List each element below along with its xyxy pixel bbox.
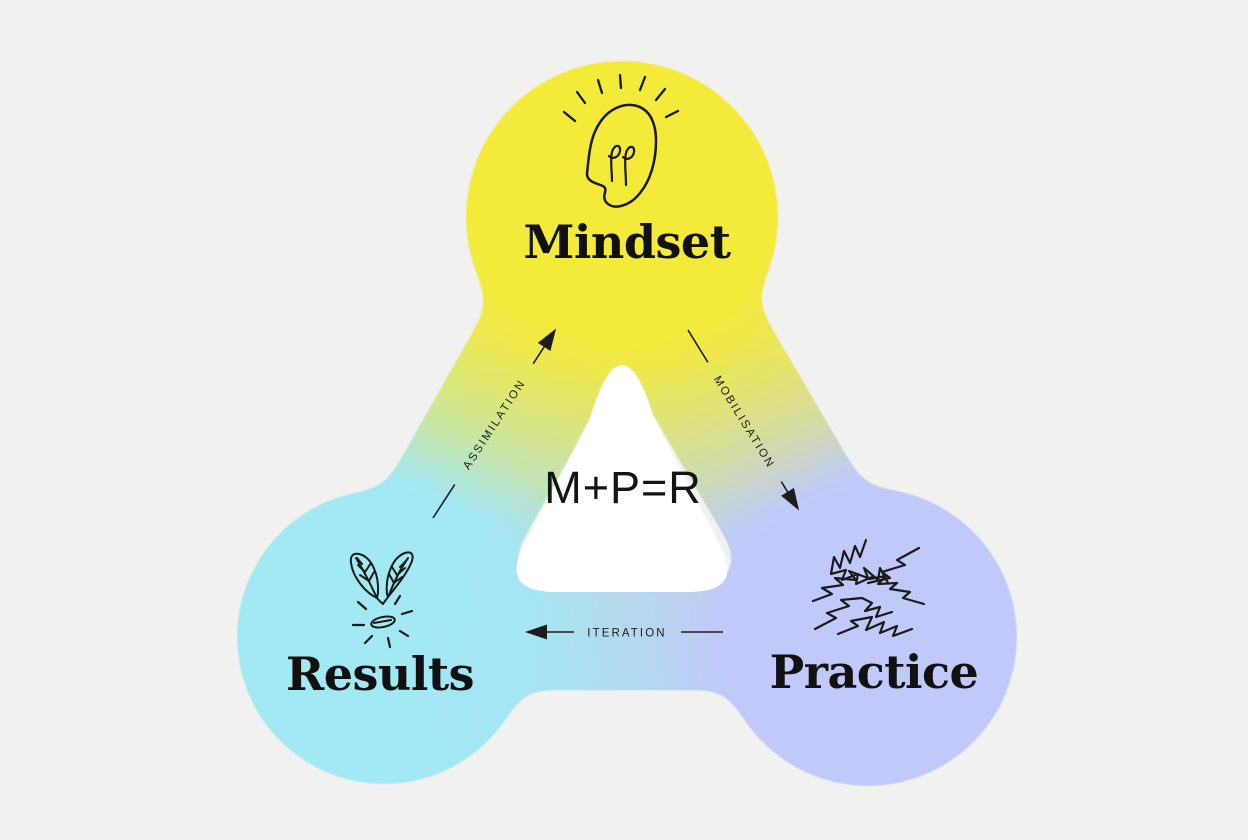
sprouting-seed-icon <box>349 551 414 649</box>
iteration-arrowhead-icon <box>525 624 547 640</box>
iteration-label: ITERATION <box>587 628 666 640</box>
assimilation-line-end <box>532 346 545 365</box>
hands-together-icon <box>811 538 926 638</box>
mobilisation-line-start <box>687 329 709 363</box>
edge-iteration: ITERATION <box>525 624 723 640</box>
results-node-label: Results <box>286 647 474 701</box>
mobilisation-arrowhead-icon <box>781 487 800 511</box>
practice-node-label: Practice <box>770 645 979 699</box>
mindset-node-label: Mindset <box>524 215 732 269</box>
mobilisation-line-end <box>780 481 790 494</box>
head-idea-icon <box>562 73 680 208</box>
center-formula: M+P=R <box>544 462 702 513</box>
assimilation-line-start <box>432 484 456 519</box>
assimilation-arrowhead-icon <box>537 328 557 351</box>
center-triangle <box>516 365 728 592</box>
